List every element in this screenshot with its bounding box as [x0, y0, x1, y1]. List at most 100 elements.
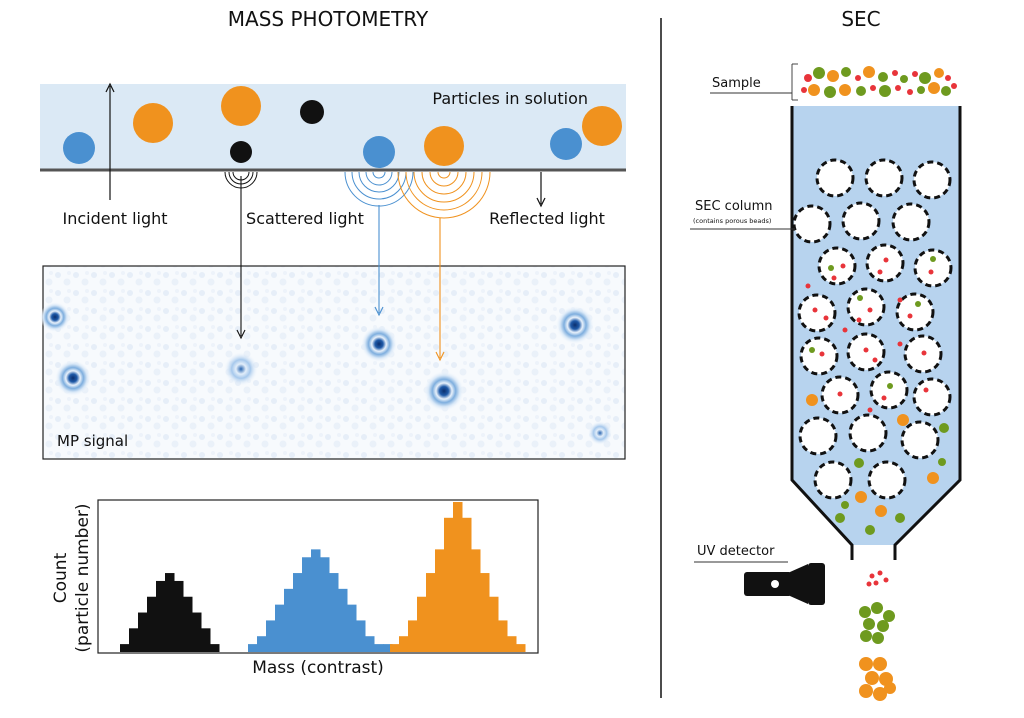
sample-particle [919, 72, 931, 84]
histogram-bar [129, 628, 139, 652]
column-particle [854, 458, 864, 468]
particle-orange [582, 106, 622, 146]
column-particle [812, 307, 818, 313]
histogram-bar [435, 549, 445, 652]
eluted-particle [860, 630, 872, 642]
column-particle [930, 256, 936, 262]
flashlight-icon [744, 563, 825, 605]
column-particle [897, 341, 903, 347]
incident-light-label: Incident light [62, 209, 167, 228]
histogram-bar [399, 636, 409, 652]
particle-black [300, 100, 324, 124]
porous-bead [865, 243, 905, 283]
sample-particle [892, 70, 898, 76]
porous-bead [895, 292, 935, 332]
sample-particle [863, 66, 875, 78]
histogram-xlabel: Mass (contrast) [252, 658, 384, 678]
histogram-bar [147, 596, 157, 652]
histogram-bar [174, 580, 184, 652]
porous-bead [869, 370, 909, 410]
eluted-particle [865, 671, 879, 685]
eluted-particle [877, 620, 889, 632]
histogram-bar [156, 580, 166, 652]
column-particle [835, 513, 845, 523]
porous-bead [848, 413, 888, 453]
scattered-waves-orange [397, 171, 491, 219]
mp-signal-spot [224, 352, 258, 386]
histogram-bar [248, 644, 258, 652]
histogram-bar [320, 557, 330, 652]
column-particle [883, 257, 889, 263]
histogram-bar [338, 588, 348, 652]
column-particle [857, 295, 863, 301]
column-particles [805, 256, 949, 535]
mass-histogram [97, 499, 539, 654]
eluted-particle [859, 684, 873, 698]
particle-blue [550, 128, 582, 160]
eluted-particle [884, 682, 896, 694]
histogram-bar [192, 612, 202, 652]
mass-photometry-title: MASS PHOTOMETRY [228, 7, 429, 31]
porous-bead [913, 248, 953, 288]
sample-particle [870, 85, 876, 91]
column-particle [863, 347, 869, 353]
porous-bead [799, 336, 839, 376]
column-particle [875, 505, 887, 517]
histogram-bar [284, 588, 294, 652]
column-particle [867, 407, 873, 413]
histogram-bar [383, 644, 393, 652]
column-particle [895, 513, 905, 523]
column-particle [828, 265, 834, 271]
histogram-bar [498, 620, 508, 652]
column-particle [819, 351, 825, 357]
column-particle [872, 357, 878, 363]
uv-detector-label: UV detector [697, 544, 775, 559]
histogram-bar [516, 644, 526, 652]
histogram-bar [210, 644, 220, 652]
eluted-particle [873, 687, 887, 701]
sample-particle [804, 74, 812, 82]
column-particle [939, 423, 949, 433]
histogram-bar [266, 620, 276, 652]
histogram-bar [257, 636, 267, 652]
column-particle [840, 263, 846, 269]
sample-particle [841, 67, 851, 77]
eluted-particle [883, 577, 889, 583]
histogram-bar [201, 628, 211, 652]
histogram-bar [138, 612, 148, 652]
eluted-particle [859, 606, 871, 618]
column-particle [865, 525, 875, 535]
eluted-particle [873, 657, 887, 671]
column-particle [877, 269, 883, 275]
eluted-particle [859, 657, 873, 671]
mp-signal-spot [55, 360, 91, 396]
particles-in-solution [63, 86, 622, 168]
histogram-ylabel-particle-number: (particle number) [73, 503, 93, 652]
mp-signal-label: MP signal [57, 432, 128, 450]
porous-bead [813, 460, 853, 500]
column-particle [921, 350, 927, 356]
eluted-particles [859, 570, 896, 701]
sec-title: SEC [841, 7, 880, 31]
column-particle [907, 313, 913, 319]
sample-leader-line [710, 63, 798, 101]
porous-bead [817, 246, 857, 286]
particle-orange [133, 103, 173, 143]
column-particle [927, 472, 939, 484]
histogram-bar [347, 604, 357, 652]
mp-signal-spot [424, 371, 464, 411]
column-particle [881, 395, 887, 401]
porous-bead [864, 158, 904, 198]
signal-arrow-blue [374, 205, 384, 317]
column-particle [897, 414, 909, 426]
column-particle [809, 347, 815, 353]
histogram-bar [302, 557, 312, 652]
porous-bead [841, 201, 881, 241]
mp-signal-spot [556, 306, 594, 344]
sample-particle [941, 86, 951, 96]
sample-particle [907, 89, 913, 95]
porous-bead [891, 202, 931, 242]
sample-particle [934, 68, 944, 78]
particle-orange [424, 126, 464, 166]
column-particle [887, 383, 893, 389]
